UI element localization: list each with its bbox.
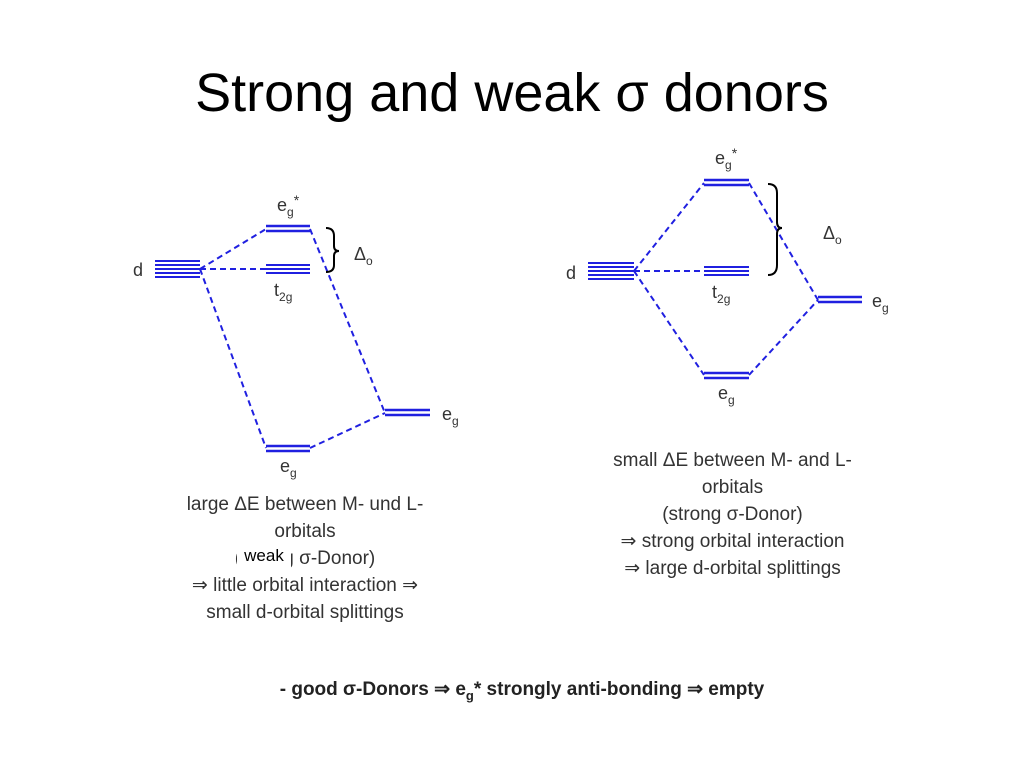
- left-eg-star-level: [266, 224, 310, 233]
- footer-subscript: g: [465, 687, 474, 703]
- right-ligand-eg-label: eg: [872, 291, 889, 315]
- left-bonding-eg-level: [266, 444, 310, 453]
- right-mo-diagram: d eg* t2g eg eg Δo: [566, 145, 889, 407]
- left-connectors: [199, 228, 386, 449]
- right-connectors: [633, 182, 819, 376]
- left-mo-diagram: d eg* t2g eg eg Δo: [133, 192, 459, 480]
- right-eg-star-level: [704, 178, 749, 187]
- left-bonding-eg-label: eg: [280, 456, 297, 480]
- right-t2g-label: t2g: [712, 282, 730, 306]
- slide-title: Strong and weak σ donors: [195, 63, 829, 123]
- right-caption: small ΔE between M- and L- orbitals (str…: [565, 447, 900, 582]
- right-caption-line: ⇒ strong orbital interaction: [620, 531, 845, 552]
- right-ligand-eg-level: [818, 295, 862, 304]
- right-bonding-eg-level: [704, 371, 749, 380]
- left-d-level: [155, 260, 200, 278]
- right-caption-line: ⇒ large d-orbital splittings: [624, 558, 841, 579]
- left-t2g-label: t2g: [274, 280, 292, 304]
- left-eg-star-label: eg*: [277, 192, 300, 219]
- left-caption: large ΔE between M- und L- orbitals (str…: [140, 491, 470, 626]
- right-t2g-level: [704, 266, 749, 276]
- right-d-level: [588, 262, 634, 280]
- left-delta-o-label: Δo: [354, 244, 373, 268]
- left-caption-line: small d-orbital splittings: [206, 602, 404, 623]
- left-caption-line: orbitals: [274, 521, 336, 542]
- right-caption-line: (strong σ-Donor): [662, 504, 803, 525]
- right-caption-line: orbitals: [701, 477, 764, 498]
- left-brace: [325, 227, 340, 273]
- right-bonding-eg-label: eg: [718, 383, 735, 407]
- left-ligand-eg-label: eg: [442, 404, 459, 428]
- weak-overlay-label: weak: [237, 544, 291, 568]
- right-brace: [767, 183, 783, 276]
- footer-suffix: * strongly anti-bonding ⇒ empty: [473, 679, 765, 700]
- left-caption-line: large ΔE between M- und L-: [186, 494, 424, 515]
- footer-note: - good σ-Donors ⇒ eg* strongly anti-bond…: [0, 678, 1024, 703]
- left-t2g-level: [266, 264, 310, 274]
- left-d-label: d: [133, 260, 143, 280]
- right-delta-o-label: Δo: [823, 223, 842, 247]
- footer-prefix: - good σ-Donors ⇒ e: [279, 679, 466, 700]
- left-caption-line: (strong σ-Donor): [234, 548, 376, 569]
- left-caption-line: ⇒ little orbital interaction ⇒: [191, 575, 419, 596]
- left-ligand-eg-level: [385, 408, 430, 417]
- right-eg-star-label: eg*: [715, 145, 738, 172]
- right-d-label: d: [566, 263, 576, 283]
- right-caption-line: small ΔE between M- and L-: [613, 450, 852, 471]
